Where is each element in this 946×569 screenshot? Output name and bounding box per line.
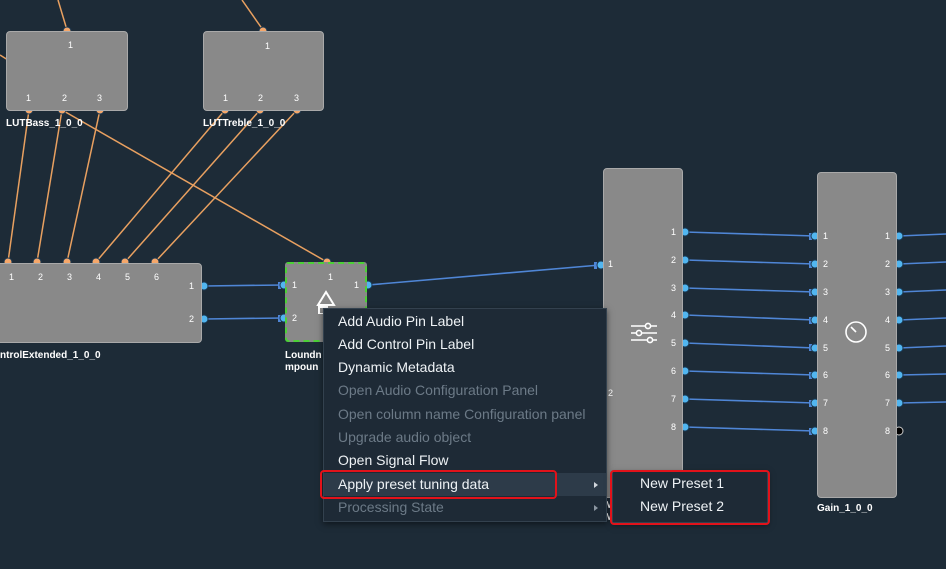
- lut-bass-input-pin-label: 1: [68, 40, 74, 50]
- gain-output-pin-label: 7: [885, 398, 891, 408]
- eq-output-pin-label: 8: [671, 422, 677, 432]
- lut-treble-output-pin-label: 2: [258, 93, 264, 103]
- lut-bass-label: LUTBass_1_0_0: [6, 118, 83, 129]
- menu-item-apply-preset-tuning-data[interactable]: Apply preset tuning data: [324, 473, 606, 496]
- lut-treble-label: LUTTreble_1_0_0: [203, 118, 286, 129]
- control-ext-input-pin-label: 4: [96, 272, 102, 282]
- processing-state-label: Processing State: [338, 499, 444, 515]
- gain-output-pin-label: 1: [885, 231, 891, 241]
- eq-output-pin-label: 6: [671, 366, 677, 376]
- loudness-input-pin-label: 1: [292, 280, 298, 290]
- menu-item-open-column-config[interactable]: Open column name Configuration panel: [338, 406, 586, 422]
- eq-input-pin-label: 2: [608, 388, 614, 398]
- lut-treble-output-pin-label: 1: [223, 93, 229, 103]
- context-menu: Add Audio Pin Label Add Control Pin Labe…: [323, 308, 607, 522]
- gain-input-pin-label: 3: [823, 287, 829, 297]
- menu-item-open-audio-config[interactable]: Open Audio Configuration Panel: [338, 382, 539, 398]
- loudness-label-1: Loundn: [285, 350, 322, 361]
- gain-output-pin-label: 5: [885, 343, 891, 353]
- lut-bass-output-pin-label: 3: [97, 93, 103, 103]
- gain-input-pin-label: 6: [823, 370, 829, 380]
- loudness-label-2: mpoun: [285, 362, 319, 373]
- eq-input-pin-label: 1: [608, 259, 614, 269]
- menu-item-upgrade-audio-object[interactable]: Upgrade audio object: [338, 429, 472, 445]
- preset-submenu: New Preset 1 New Preset 2: [612, 471, 768, 523]
- sliders-icon: [631, 322, 657, 344]
- gain-input-pin-label: 4: [823, 315, 829, 325]
- eq-label-1: M: [605, 500, 614, 511]
- loudness-input-pin-label: 2: [292, 313, 298, 323]
- loudness-top-pin-label: 1: [328, 272, 334, 282]
- eq-output-pin-label: 1: [671, 227, 677, 237]
- menu-item-add-control-pin-label[interactable]: Add Control Pin Label: [338, 336, 475, 352]
- lut-treble-input-pin-label: 1: [265, 41, 271, 51]
- menu-item-dynamic-metadata[interactable]: Dynamic Metadata: [338, 359, 455, 375]
- lut-treble-output-pin-label: 3: [294, 93, 300, 103]
- submenu-arrow-icon: [594, 482, 598, 488]
- gain-output-pin-label: 3: [885, 287, 891, 297]
- control-ext-output-pin-label: 2: [189, 314, 195, 324]
- gain-input-pin-label: 1: [823, 231, 829, 241]
- eq-output-pin-label: 5: [671, 338, 677, 348]
- apply-preset-label: Apply preset tuning data: [338, 476, 489, 492]
- gain-output-pin-label: 2: [885, 259, 891, 269]
- control-ext-input-pin-label: 1: [9, 272, 15, 282]
- menu-item-open-signal-flow[interactable]: Open Signal Flow: [338, 452, 449, 468]
- control-ext-input-pin-label: 6: [154, 272, 160, 282]
- control-ext-output-pin-label: 1: [189, 281, 195, 291]
- eq-output-pin-label: 4: [671, 310, 677, 320]
- control-ext-input-pin-label: 5: [125, 272, 131, 282]
- eq-output-pin-label: 7: [671, 394, 677, 404]
- dial-icon: [845, 321, 867, 343]
- wire-arrowheads: [278, 233, 812, 435]
- control-ext-input-pin-label: 2: [38, 272, 44, 282]
- menu-item-processing-state[interactable]: Processing State: [324, 496, 606, 519]
- lut-treble-block[interactable]: [203, 31, 324, 111]
- submenu-item-new-preset-1[interactable]: New Preset 1: [640, 475, 725, 491]
- eq-output-pin-label: 2: [671, 255, 677, 265]
- menu-item-add-audio-pin-label[interactable]: Add Audio Pin Label: [338, 313, 465, 329]
- submenu-arrow-icon: [594, 505, 598, 511]
- eq-output-pin-label: 3: [671, 283, 677, 293]
- submenu-item-new-preset-2[interactable]: New Preset 2: [640, 498, 725, 514]
- eq-block[interactable]: [603, 168, 683, 498]
- gain-output-pin-label: 4: [885, 315, 891, 325]
- gain-input-pin-label: 8: [823, 426, 829, 436]
- control-extended-block[interactable]: [0, 263, 202, 343]
- gain-output-pin-label: 8: [885, 426, 891, 436]
- gain-input-pin-label: 7: [823, 398, 829, 408]
- control-extended-label: ntrolExtended_1_0_0: [0, 350, 101, 361]
- control-ext-input-pin-label: 3: [67, 272, 73, 282]
- highlight-submenu: [610, 470, 770, 525]
- lut-bass-output-pin-label: 2: [62, 93, 68, 103]
- audio-wires: [203, 231, 946, 432]
- gain-output-pin-label: 6: [885, 370, 891, 380]
- loudness-output-pin-label: 1: [354, 280, 360, 290]
- eq-label-2: M: [605, 512, 614, 523]
- gain-block[interactable]: [817, 172, 897, 498]
- gain-input-pin-label: 2: [823, 259, 829, 269]
- lut-bass-block[interactable]: [6, 31, 128, 111]
- highlight-apply-preset: [320, 470, 557, 499]
- gain-input-pin-label: 5: [823, 343, 829, 353]
- control-wires: [0, 0, 328, 263]
- lut-bass-output-pin-label: 1: [26, 93, 32, 103]
- gain-label: Gain_1_0_0: [817, 503, 873, 514]
